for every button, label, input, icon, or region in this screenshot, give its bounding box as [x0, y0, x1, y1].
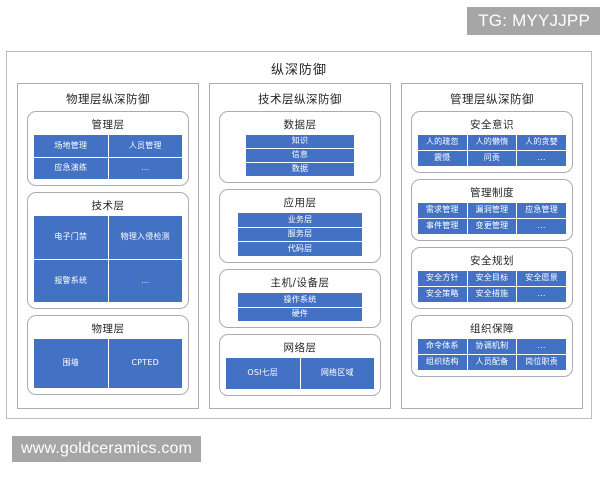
column-technical: 技术层纵深防御数据层知识信息数据应用层业务层服务层代码层主机/设备层操作系统硬件…: [209, 83, 391, 409]
column-title-technical: 技术层纵深防御: [258, 92, 342, 106]
diagram-columns: 物理层纵深防御管理层场地管理人员管理应急演练...技术层电子门禁物理入侵检测报警…: [17, 83, 583, 409]
cell-mgmt-organization-6[interactable]: 岗位职责: [517, 355, 566, 370]
cell-tech-network-1[interactable]: OSI七层: [226, 358, 300, 389]
column-body-management: 安全意识人的疏忽人的懒惰人的贪婪震慑问责...管理制度需求管理漏洞管理应急管理事…: [402, 111, 582, 408]
group-tech-host-device: 主机/设备层操作系统硬件: [219, 269, 381, 328]
group-title-mgmt-security-planning: 安全规划: [470, 255, 514, 267]
group-title-mgmt-security-awareness: 安全意识: [470, 119, 514, 131]
cell-physical-technical-1[interactable]: 电子门禁: [34, 216, 108, 259]
group-title-tech-network: 网络层: [283, 342, 317, 354]
group-mgmt-management-system: 管理制度需求管理漏洞管理应急管理事件管理变更管理...: [411, 179, 573, 241]
cell-physical-management-3[interactable]: 应急演练: [34, 157, 108, 179]
group-cells-mgmt-management-system: 需求管理漏洞管理应急管理事件管理变更管理...: [418, 203, 566, 234]
cell-tech-network-2[interactable]: 网络区域: [300, 358, 374, 389]
column-title-management: 管理层纵深防御: [450, 92, 534, 106]
group-tech-data: 数据层知识信息数据: [219, 111, 381, 183]
cell-mgmt-security-awareness-5[interactable]: 问责: [467, 151, 517, 166]
watermark-top-right: TG: MYYJJPP: [467, 7, 600, 35]
cell-physical-technical-2[interactable]: 物理入侵检测: [108, 216, 182, 259]
cell-tech-host-device-1[interactable]: 操作系统: [238, 293, 362, 307]
cell-physical-management-2[interactable]: 人员管理: [108, 135, 182, 157]
group-cells-physical-management: 场地管理人员管理应急演练...: [34, 135, 182, 179]
group-physical-management: 管理层场地管理人员管理应急演练...: [27, 111, 189, 186]
cell-tech-application-2[interactable]: 服务层: [238, 227, 362, 242]
cell-mgmt-security-planning-4[interactable]: 安全策略: [418, 287, 467, 302]
group-title-tech-application: 应用层: [283, 197, 317, 209]
column-physical: 物理层纵深防御管理层场地管理人员管理应急演练...技术层电子门禁物理入侵检测报警…: [17, 83, 199, 409]
column-body-technical: 数据层知识信息数据应用层业务层服务层代码层主机/设备层操作系统硬件网络层 OSI七…: [210, 111, 390, 408]
cell-tech-data-3[interactable]: 数据: [246, 163, 354, 176]
cell-mgmt-organization-3[interactable]: ...: [517, 339, 566, 354]
cell-mgmt-organization-5[interactable]: 人员配备: [467, 355, 517, 370]
column-management: 管理层纵深防御安全意识人的疏忽人的懒惰人的贪婪震慑问责...管理制度需求管理漏洞…: [401, 83, 583, 409]
cell-mgmt-management-system-4[interactable]: 事件管理: [418, 219, 467, 234]
cell-mgmt-organization-2[interactable]: 协调机制: [467, 339, 517, 354]
group-cells-mgmt-security-awareness: 人的疏忽人的懒惰人的贪婪震慑问责...: [418, 135, 566, 166]
cell-mgmt-management-system-1[interactable]: 需求管理: [418, 203, 467, 218]
cell-mgmt-security-planning-5[interactable]: 安全措施: [467, 287, 517, 302]
diagram-outer-frame: 纵深防御 物理层纵深防御管理层场地管理人员管理应急演练...技术层电子门禁物理入…: [6, 51, 592, 419]
group-title-tech-data: 数据层: [283, 119, 317, 131]
cell-physical-technical-3[interactable]: 报警系统: [34, 259, 108, 302]
cell-mgmt-security-awareness-1[interactable]: 人的疏忽: [418, 135, 467, 150]
group-title-physical-technical: 技术层: [91, 200, 125, 212]
group-cells-mgmt-security-planning: 安全方针安全目标安全愿景安全策略安全措施...: [418, 271, 566, 302]
cell-tech-application-1[interactable]: 业务层: [238, 213, 362, 227]
cell-mgmt-security-planning-3[interactable]: 安全愿景: [517, 271, 566, 286]
cell-tech-application-3[interactable]: 代码层: [238, 242, 362, 256]
group-title-physical-management: 管理层: [91, 119, 125, 131]
group-cells-tech-application: 业务层服务层代码层: [226, 213, 374, 256]
group-title-mgmt-organization: 组织保障: [470, 323, 514, 335]
cell-mgmt-management-system-2[interactable]: 漏洞管理: [467, 203, 517, 218]
cell-mgmt-security-awareness-6[interactable]: ...: [517, 151, 566, 166]
diagram-title: 纵深防御: [270, 63, 327, 78]
cell-mgmt-management-system-5[interactable]: 变更管理: [467, 219, 517, 234]
group-mgmt-security-awareness: 安全意识人的疏忽人的懒惰人的贪婪震慑问责...: [411, 111, 573, 173]
watermark-bottom-left: www.goldceramics.com: [12, 436, 202, 462]
group-title-tech-host-device: 主机/设备层: [270, 277, 330, 289]
cell-physical-physical-1[interactable]: 围墙: [34, 339, 108, 388]
group-cells-mgmt-organization: 命令体系协调机制... 组织结构人员配备岗位职责: [418, 339, 566, 370]
cell-mgmt-security-planning-2[interactable]: 安全目标: [467, 271, 517, 286]
cell-mgmt-security-awareness-4[interactable]: 震慑: [418, 151, 467, 166]
group-cells-physical-technical: 电子门禁物理入侵检测报警系统...: [34, 216, 182, 302]
group-title-mgmt-management-system: 管理制度: [470, 187, 514, 199]
column-body-physical: 管理层场地管理人员管理应急演练...技术层电子门禁物理入侵检测报警系统...物理…: [18, 111, 198, 408]
cell-mgmt-organization-1[interactable]: 命令体系: [418, 339, 467, 354]
cell-mgmt-management-system-6[interactable]: ...: [517, 219, 566, 234]
cell-mgmt-security-awareness-3[interactable]: 人的贪婪: [517, 135, 566, 150]
cell-tech-data-1[interactable]: 知识: [246, 135, 354, 148]
cell-mgmt-security-planning-1[interactable]: 安全方针: [418, 271, 467, 286]
group-mgmt-organization: 组织保障命令体系协调机制... 组织结构人员配备岗位职责: [411, 315, 573, 377]
column-title-physical: 物理层纵深防御: [66, 92, 150, 106]
group-tech-network: 网络层 OSI七层网络区域: [219, 334, 381, 396]
group-title-physical-physical: 物理层: [91, 323, 125, 335]
cell-tech-data-2[interactable]: 信息: [246, 149, 354, 162]
group-tech-application: 应用层业务层服务层代码层: [219, 189, 381, 263]
cell-mgmt-security-planning-6[interactable]: ...: [517, 287, 566, 302]
cell-physical-physical-2[interactable]: CPTED: [108, 339, 182, 388]
group-cells-tech-data: 知识信息数据: [226, 135, 374, 176]
group-cells-tech-host-device: 操作系统硬件: [226, 293, 374, 321]
cell-physical-management-1[interactable]: 场地管理: [34, 135, 108, 157]
group-cells-tech-network: OSI七层网络区域: [226, 358, 374, 389]
group-physical-technical: 技术层电子门禁物理入侵检测报警系统...: [27, 192, 189, 309]
cell-physical-technical-4[interactable]: ...: [108, 259, 182, 302]
cell-mgmt-organization-4[interactable]: 组织结构: [418, 355, 467, 370]
cell-physical-management-4[interactable]: ...: [108, 157, 182, 179]
group-mgmt-security-planning: 安全规划安全方针安全目标安全愿景安全策略安全措施...: [411, 247, 573, 309]
cell-mgmt-management-system-3[interactable]: 应急管理: [517, 203, 566, 218]
cell-tech-host-device-2[interactable]: 硬件: [238, 307, 362, 321]
cell-mgmt-security-awareness-2[interactable]: 人的懒惰: [467, 135, 517, 150]
